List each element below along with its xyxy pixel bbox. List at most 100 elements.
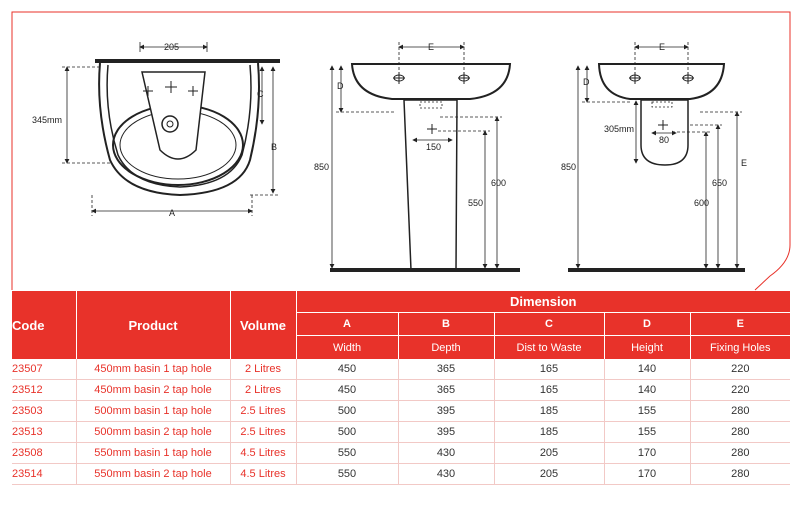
cell-dist-to-waste: 185 bbox=[493, 421, 604, 443]
cell-product: 450mm basin 2 tap hole bbox=[75, 379, 230, 401]
header-product: Product bbox=[75, 291, 230, 359]
cell-width: 500 bbox=[295, 421, 398, 443]
basin-outline-inner1 bbox=[106, 64, 252, 188]
table-row: 23512 450mm basin 2 tap hole 2 Litres 45… bbox=[12, 379, 791, 401]
cell-height: 170 bbox=[603, 442, 690, 464]
cell-code: 23507 bbox=[12, 359, 76, 380]
header-depth: Depth bbox=[397, 335, 494, 359]
ped-dim-850-label: 850 bbox=[314, 162, 329, 172]
cell-width: 550 bbox=[295, 463, 398, 485]
cell-fixing-holes: 220 bbox=[689, 379, 791, 401]
pedestal-view bbox=[329, 42, 520, 272]
semi-tap-hole-right-icon bbox=[682, 72, 694, 84]
semi-dim-80-label: 80 bbox=[659, 135, 669, 145]
cell-volume: 2.5 Litres bbox=[229, 400, 296, 422]
cell-volume: 2 Litres bbox=[229, 379, 296, 401]
technical-drawing: 205 345mm C B A E D 850 150 600 550 bbox=[11, 11, 791, 291]
cell-height: 140 bbox=[603, 379, 690, 401]
cell-depth: 365 bbox=[397, 379, 494, 401]
semi-basin bbox=[597, 63, 726, 100]
cell-code: 23514 bbox=[12, 463, 76, 485]
cell-product: 450mm basin 1 tap hole bbox=[75, 359, 230, 380]
header-dist-to-waste: Dist to Waste bbox=[493, 335, 604, 359]
cell-dist-to-waste: 185 bbox=[493, 400, 604, 422]
cell-depth: 430 bbox=[397, 442, 494, 464]
cell-dist-to-waste: 165 bbox=[493, 379, 604, 401]
cell-fixing-holes: 280 bbox=[689, 463, 791, 485]
semi-dim-e-vertical-label: E bbox=[741, 158, 747, 168]
cell-height: 170 bbox=[603, 463, 690, 485]
cell-depth: 430 bbox=[397, 463, 494, 485]
cell-volume: 2.5 Litres bbox=[229, 421, 296, 443]
tap-hole-center-icon bbox=[165, 81, 177, 93]
dim-a-label: A bbox=[169, 208, 175, 218]
cell-code: 23508 bbox=[12, 442, 76, 464]
pedestal-tap-hole-left-icon bbox=[393, 72, 405, 84]
cell-volume: 4.5 Litres bbox=[229, 463, 296, 485]
cell-volume: 2 Litres bbox=[229, 359, 296, 380]
header-dimension: Dimension bbox=[295, 291, 791, 313]
tap-hole-left-icon bbox=[143, 86, 153, 96]
cell-width: 450 bbox=[295, 359, 398, 380]
cell-height: 155 bbox=[603, 400, 690, 422]
cell-dist-to-waste: 205 bbox=[493, 463, 604, 485]
cell-width: 550 bbox=[295, 442, 398, 464]
semi-dim-650-label: 650 bbox=[712, 178, 727, 188]
dim-c-label: C bbox=[257, 89, 264, 99]
semi-dim-e-label: E bbox=[659, 42, 665, 52]
waste-hole bbox=[161, 115, 179, 133]
cell-dist-to-waste: 205 bbox=[493, 442, 604, 464]
cell-fixing-holes: 280 bbox=[689, 442, 791, 464]
semi-dim-600-label: 600 bbox=[694, 198, 709, 208]
ped-dim-e-label: E bbox=[428, 42, 434, 52]
semi-dim-d-label: D bbox=[583, 77, 590, 87]
table-row: 23503 500mm basin 1 tap hole 2.5 Litres … bbox=[12, 400, 791, 422]
pedestal-tap-hole-right-icon bbox=[458, 72, 470, 84]
cell-product: 500mm basin 1 tap hole bbox=[75, 400, 230, 422]
spec-table: Code Product Volume Dimension A B C D E … bbox=[12, 291, 791, 485]
cell-height: 155 bbox=[603, 421, 690, 443]
cell-code: 23503 bbox=[12, 400, 76, 422]
semi-shroud bbox=[640, 99, 689, 166]
header-volume: Volume bbox=[229, 291, 296, 359]
pedestal-basin bbox=[350, 63, 512, 100]
cell-product: 550mm basin 1 tap hole bbox=[75, 442, 230, 464]
header-letter-d: D bbox=[603, 311, 690, 336]
cell-fixing-holes: 280 bbox=[689, 400, 791, 422]
ped-dim-600-label: 600 bbox=[491, 178, 506, 188]
cell-product: 500mm basin 2 tap hole bbox=[75, 421, 230, 443]
header-code: Code bbox=[12, 291, 76, 359]
pedestal-column bbox=[403, 99, 458, 271]
header-letter-a: A bbox=[295, 311, 398, 336]
semi-pedestal-view bbox=[568, 42, 745, 272]
header-width: Width bbox=[295, 335, 398, 359]
cell-width: 500 bbox=[295, 400, 398, 422]
dim-b-label: B bbox=[271, 142, 277, 152]
ped-dim-150-label: 150 bbox=[426, 142, 441, 152]
header-height: Height bbox=[603, 335, 690, 359]
header-fixing-holes: Fixing Holes bbox=[689, 335, 791, 359]
table-row: 23514 550mm basin 2 tap hole 4.5 Litres … bbox=[12, 463, 791, 485]
ped-dim-d-label: D bbox=[337, 81, 344, 91]
header-letter-b: B bbox=[397, 311, 494, 336]
cell-depth: 365 bbox=[397, 359, 494, 380]
cell-dist-to-waste: 165 bbox=[493, 359, 604, 380]
semi-waste-icon bbox=[658, 120, 668, 130]
semi-dim-850-label: 850 bbox=[561, 162, 576, 172]
cell-code: 23513 bbox=[12, 421, 76, 443]
cell-height: 140 bbox=[603, 359, 690, 380]
tap-hole-right-icon bbox=[188, 86, 198, 96]
dim-205-label: 205 bbox=[164, 42, 179, 52]
cell-volume: 4.5 Litres bbox=[229, 442, 296, 464]
cell-product: 550mm basin 2 tap hole bbox=[75, 463, 230, 485]
basin-outline-outer bbox=[98, 62, 260, 197]
cell-fixing-holes: 280 bbox=[689, 421, 791, 443]
front-view bbox=[62, 42, 280, 216]
cell-depth: 395 bbox=[397, 421, 494, 443]
pedestal-waste-icon bbox=[427, 124, 437, 134]
tap-deck bbox=[141, 71, 206, 160]
semi-dim-305-label: 305mm bbox=[604, 124, 634, 134]
header-letter-e: E bbox=[689, 311, 791, 336]
cell-code: 23512 bbox=[12, 379, 76, 401]
cell-fixing-holes: 220 bbox=[689, 359, 791, 380]
